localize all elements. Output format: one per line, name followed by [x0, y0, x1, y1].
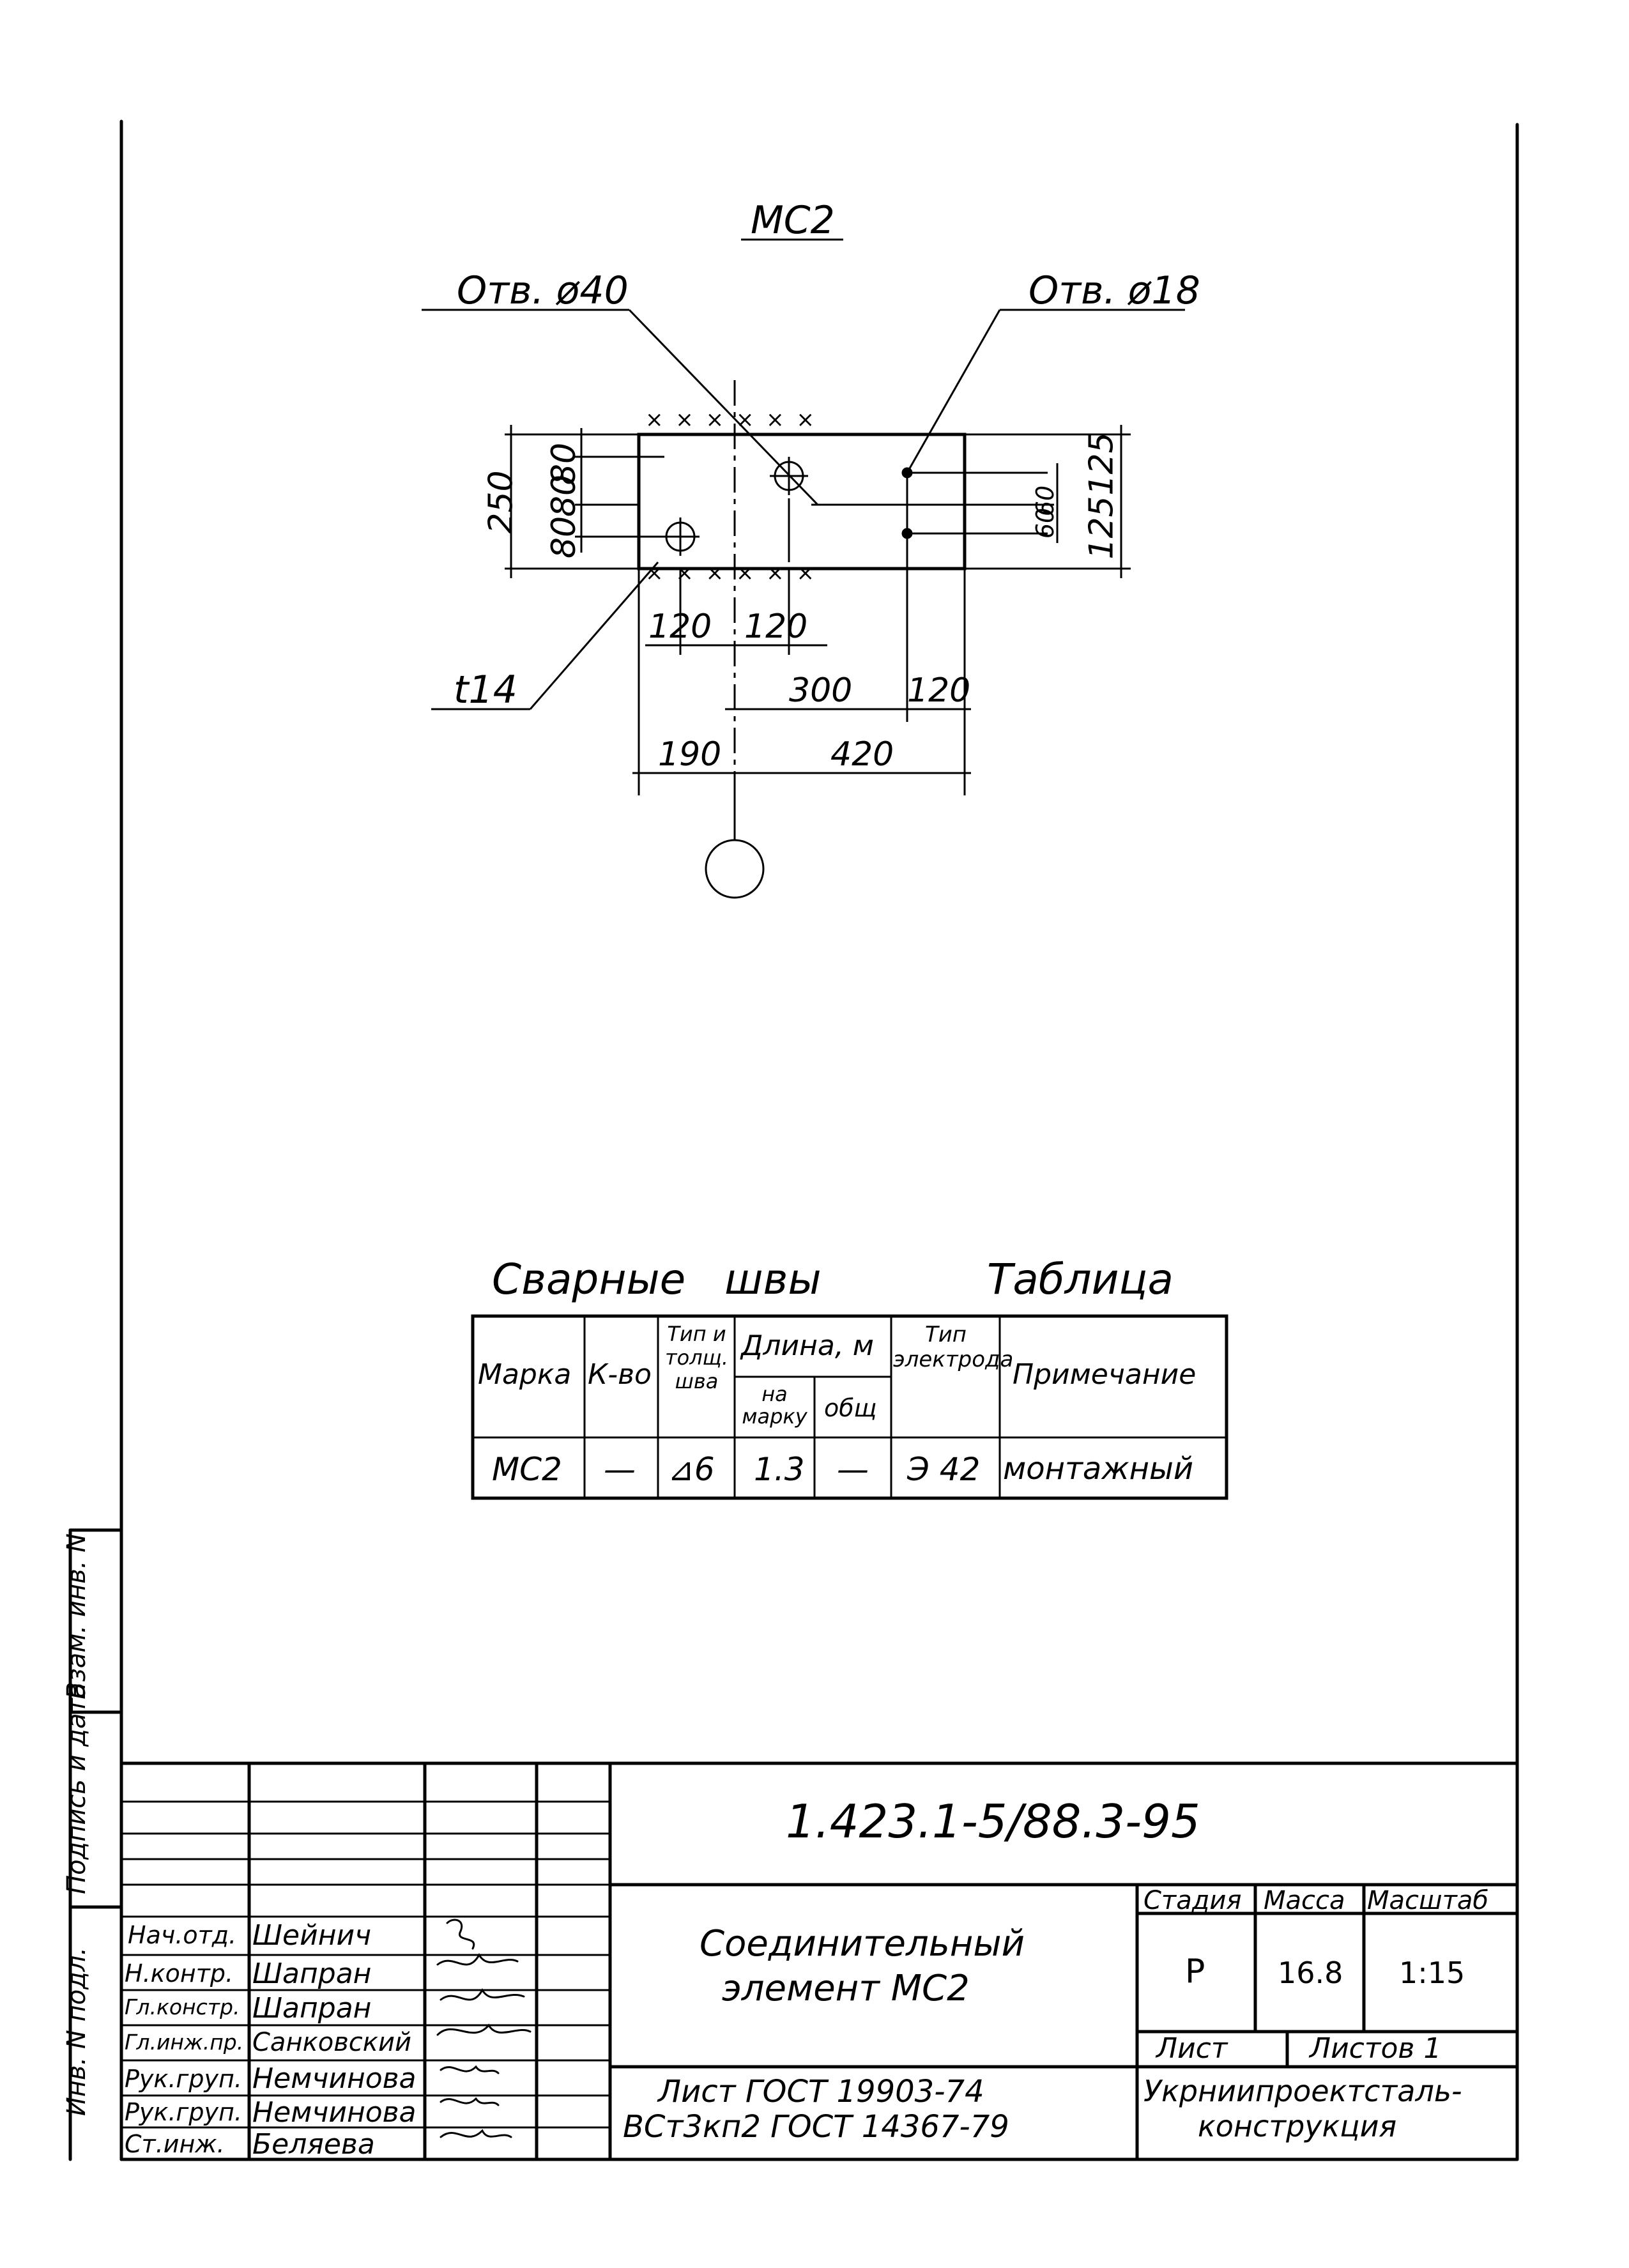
row-note: монтажный [1003, 1451, 1194, 1487]
row-total: — [837, 1451, 869, 1488]
sheet-label: Лист [1156, 2032, 1228, 2065]
stage-value: Р [1185, 1952, 1205, 1991]
person-role: Рук.груп. [125, 2098, 242, 2126]
dim-80-low: 80 [545, 516, 584, 559]
scale-label: Масштаб [1367, 1886, 1489, 1915]
person-name: Немчинова [252, 2062, 417, 2095]
col-note: Примечание [1013, 1358, 1197, 1391]
row-electrode: Э 42 [907, 1451, 981, 1488]
row-marka: МС2 [492, 1451, 562, 1488]
part-name-line1: Соединительный [700, 1923, 1025, 1965]
dim-300: 300 [789, 671, 853, 710]
scale-value: 1:15 [1399, 1956, 1465, 1990]
signature-mark [436, 1953, 519, 1966]
dim-125-b: 125 [1082, 496, 1121, 560]
dim-420: 420 [830, 735, 894, 774]
signature-mark [440, 2129, 512, 2138]
side-box-signature: Подпись и дата [62, 1682, 91, 1894]
dim-120-c: 120 [907, 671, 971, 710]
person-role: Ст.инж. [125, 2130, 225, 2158]
mass-label: Масса [1264, 1886, 1345, 1915]
dim-250: 250 [482, 470, 521, 534]
drawing-title: МС2 [751, 198, 835, 243]
stage-label: Стадия [1143, 1886, 1242, 1915]
hole-large-label: Отв. ø40 [457, 268, 629, 313]
weld-table-title: Сварные швы [492, 1255, 822, 1304]
person-name: Беляева [252, 2128, 375, 2161]
person-name: Шапран [252, 1992, 372, 2025]
col-kvo: К-во [588, 1358, 652, 1391]
side-box-inv: Инв. N подл. [62, 1947, 91, 2117]
hole-small-label: Отв. ø18 [1029, 268, 1200, 313]
person-role: Рук.груп. [125, 2065, 242, 2093]
signatures [436, 1919, 532, 2138]
weld-marks-top: × × × × × × [645, 407, 817, 433]
dim-125-a: 125 [1082, 432, 1121, 496]
row-kvo: — [604, 1451, 636, 1488]
person-name: Шейнич [252, 1919, 372, 1952]
signature-mark [446, 1919, 475, 1950]
col-length: Длина, м [741, 1329, 874, 1362]
signature-mark [436, 2023, 532, 2036]
signature-mark [440, 1988, 525, 2001]
person-role: Н.контр. [125, 1959, 234, 1988]
person-name: Немчинова [252, 2096, 417, 2129]
sheets-label: Листов 1 [1310, 2032, 1442, 2065]
row-type-thick: ⊿6 [668, 1451, 715, 1488]
person-role: Гл.констр. [125, 1995, 240, 2019]
row-per-mark: 1.3 [754, 1451, 805, 1488]
col-per-mark: на марку [742, 1382, 807, 1429]
weld-marks-bottom: × × × × × × [645, 560, 817, 586]
dim-80-mid: 80 [545, 474, 584, 517]
dim-120-b: 120 [744, 608, 808, 646]
org-line1: Укрниипроектсталь- [1143, 2074, 1462, 2108]
org-line2: конструкция [1198, 2109, 1397, 2143]
person-name: Санковский [252, 2028, 411, 2057]
material-line2: ВСт3кп2 ГОСТ 14367-79 [623, 2109, 1009, 2145]
material-line1: Лист ГОСТ 19903-74 [658, 2074, 984, 2110]
col-marka: Марка [478, 1358, 572, 1391]
part-name-line2: элемент МС2 [722, 1968, 970, 2009]
signature-mark [440, 2065, 500, 2074]
person-name: Шапран [252, 1958, 372, 1990]
thickness-label: t14 [454, 668, 517, 712]
col-electrode: Тип электрода [893, 1322, 1014, 1373]
col-type-thick: Тип и толщ. шва [665, 1322, 728, 1393]
dim-60-b: 60 [1031, 507, 1060, 539]
col-total: общ [824, 1394, 877, 1422]
signature-mark [440, 2097, 500, 2106]
side-box-replace: Взам. инв. N [62, 1533, 91, 1699]
weld-table-caption: Таблица [987, 1255, 1174, 1304]
doc-code: 1.423.1-5/88.3-95 [786, 1795, 1200, 1848]
mass-value: 16.8 [1278, 1956, 1343, 1990]
dim-190: 190 [658, 735, 722, 774]
dim-120-a: 120 [648, 608, 712, 646]
person-role: Нач.отд. [128, 1921, 237, 1949]
person-role: Гл.инж.пр. [125, 2030, 244, 2055]
